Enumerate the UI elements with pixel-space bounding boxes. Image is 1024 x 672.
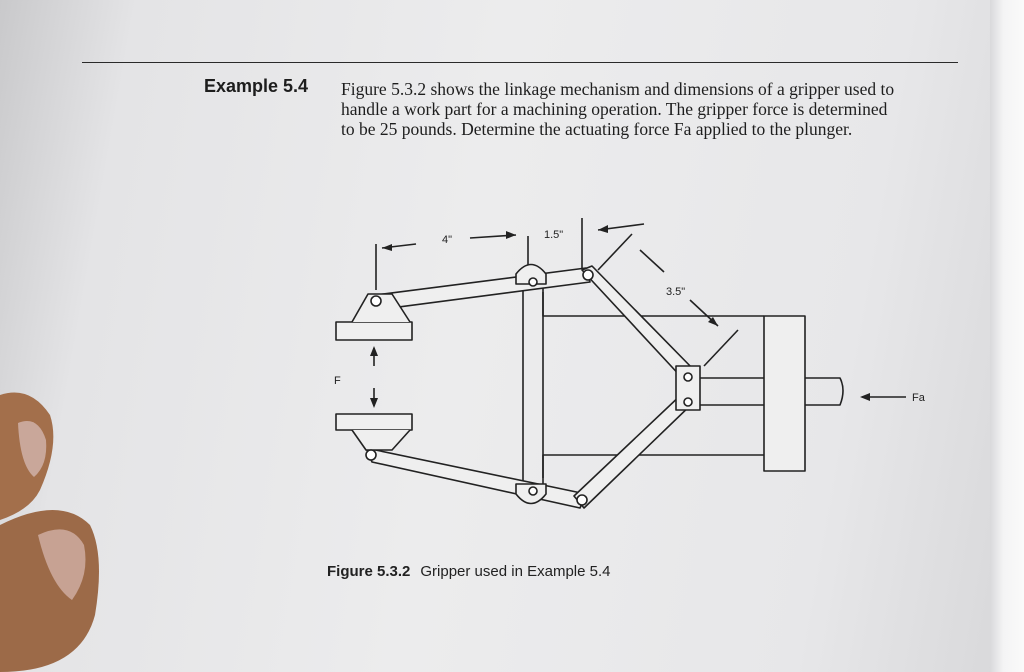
caption-text: Gripper used in Example 5.4 [420,563,611,580]
lower-jaw [335,413,413,431]
pivot-pin [528,277,538,287]
upper-jaw-mount [351,293,411,323]
page-edge [990,0,1024,672]
dimension-line-3-5in [639,249,665,273]
example-text: Figure 5.3.2 shows the linkage mechanism… [341,79,971,139]
arrowhead [598,225,608,233]
figure-caption: Figure 5.3.2 Gripper used in Example 5.4 [327,563,610,580]
pivot-pin [365,449,377,461]
example-label: Example 5.4 [204,76,309,96]
lower-jaw-mount [351,429,411,451]
dimension-extension-line [703,329,739,367]
arrowhead [506,231,516,239]
example-text-line: handle a work part for a machining opera… [341,99,888,119]
pivot-pin [683,397,693,407]
section-rule [82,62,958,63]
upper-connecting-link [581,265,697,381]
gripper-diagram: 4" 1.5" 3.5" F Fa [334,218,926,509]
upper-jaw [335,321,413,341]
arrowhead [370,346,378,356]
pivot-pin [683,372,693,382]
arrowhead [370,398,378,408]
pivot-pin [370,295,382,307]
dimension-label-4in: 4" [442,234,452,246]
pivot-pin [576,494,588,506]
caption-number: Figure 5.3.2 [327,563,411,580]
pivot-pin [582,269,594,281]
example-text-line: to be 25 pounds. Determine the actuating… [341,119,853,139]
dimension-extension-line [597,233,633,271]
thumb-photo [0,392,99,672]
dimension-label-3-5in: 3.5" [666,286,685,298]
gripper-frame [542,292,764,317]
lower-jaw-link [365,447,587,509]
cylinder-housing [763,315,806,472]
grip-force-label: F [334,375,341,387]
example-text-line: Figure 5.3.2 shows the linkage mechanism… [341,79,895,99]
gripper-frame [542,454,764,478]
arrowhead [382,244,392,251]
pivot-pin [528,486,538,496]
upper-jaw-link [367,267,591,311]
arrowhead [860,393,870,401]
upper-pivot-block [515,263,547,285]
actuating-force-label: Fa [912,392,926,404]
arrowhead [708,317,718,326]
plunger [805,377,844,406]
dimension-label-1-5in: 1.5" [544,229,563,241]
